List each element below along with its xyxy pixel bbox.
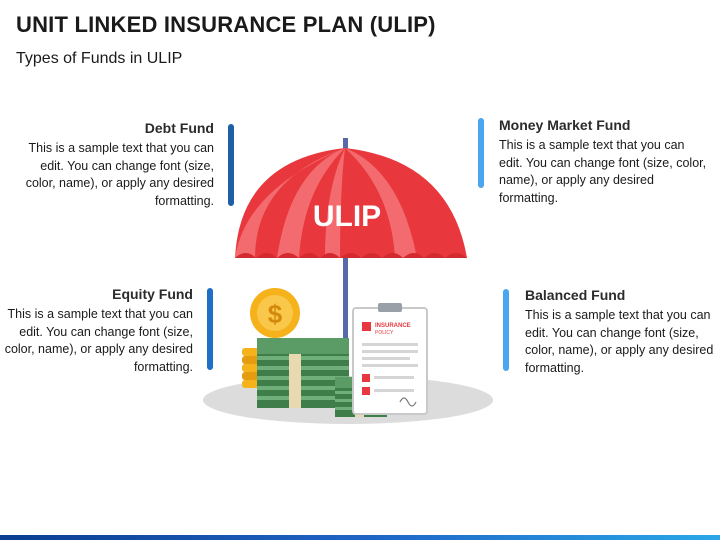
policy-line2: POLICY	[375, 330, 394, 336]
debt-fund-block: Debt Fund This is a sample text that you…	[14, 120, 214, 210]
debt-fund-accent-bar	[228, 124, 234, 206]
umbrella-label: ULIP	[313, 200, 381, 233]
balanced-fund-accent-bar	[503, 289, 509, 371]
ulip-illustration: ULIP $ INSURANCE POLICY	[203, 138, 493, 424]
money-market-fund-title: Money Market Fund	[499, 117, 631, 133]
debt-fund-title: Debt Fund	[144, 120, 214, 136]
money-market-accent-bar	[478, 118, 484, 188]
insurance-policy-document: INSURANCE POLICY	[352, 303, 428, 415]
debt-fund-text: This is a sample text that you can edit.…	[25, 141, 214, 208]
footer-accent-bar	[0, 535, 720, 540]
page-title: UNIT LINKED INSURANCE PLAN (ULIP)	[16, 12, 436, 37]
equity-fund-text: This is a sample text that you can edit.…	[4, 307, 193, 374]
money-market-fund-block: Money Market Fund This is a sample text …	[499, 117, 709, 207]
dollar-coin-icon: $	[250, 288, 300, 338]
svg-text:$: $	[268, 299, 283, 329]
umbrella-canopy	[235, 148, 467, 258]
policy-line1: INSURANCE	[375, 323, 411, 329]
equity-fund-block: Equity Fund This is a sample text that y…	[0, 286, 193, 376]
equity-fund-title: Equity Fund	[112, 286, 193, 302]
equity-fund-accent-bar	[207, 288, 213, 370]
balanced-fund-title: Balanced Fund	[525, 287, 626, 303]
money-market-fund-text: This is a sample text that you can edit.…	[499, 138, 707, 205]
balanced-fund-block: Balanced Fund This is a sample text that…	[525, 287, 715, 377]
cash-stack-large	[257, 338, 349, 408]
page-subtitle: Types of Funds in ULIP	[16, 50, 183, 67]
balanced-fund-text: This is a sample text that you can edit.…	[525, 308, 714, 375]
